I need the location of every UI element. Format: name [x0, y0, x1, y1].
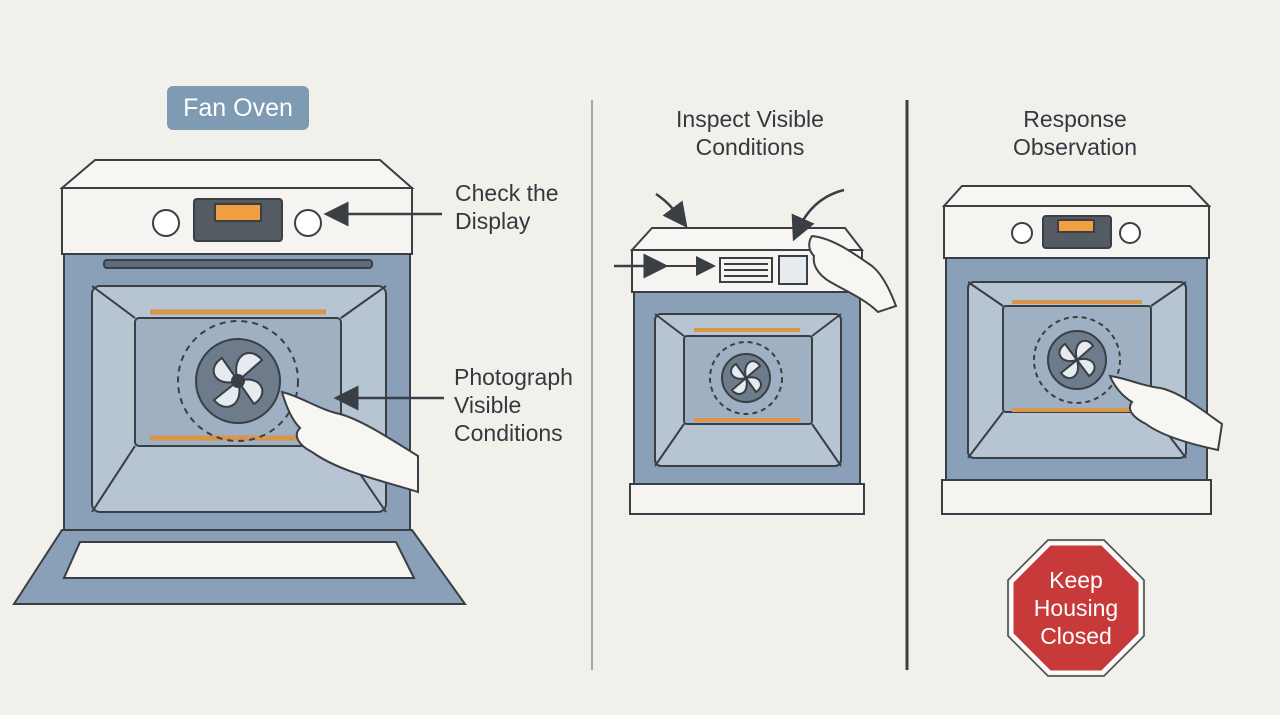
knob-right [1119, 222, 1141, 244]
knob-left [152, 209, 180, 237]
photograph-label: Photograph Visible Conditions [454, 364, 573, 446]
stop-sign-icon [1010, 542, 1142, 674]
hand-icon [1108, 374, 1224, 452]
stop-sign-label: Keep Housing Closed [1033, 567, 1119, 649]
knob-right [294, 209, 322, 237]
hand-icon [808, 234, 898, 314]
hand-icon [280, 390, 419, 494]
arrow-icon [614, 188, 845, 279]
stop-sign-label-box: Keep Housing Closed [1012, 544, 1140, 672]
fan-icon [1033, 316, 1121, 404]
knob-left [1011, 222, 1033, 244]
inspect-label: Inspect Visible Conditions [676, 106, 824, 160]
fan-oven-badge: Fan Oven [167, 86, 309, 130]
vent-icon [719, 257, 773, 283]
response-label: Response Observation [1012, 106, 1137, 160]
fan-icon [177, 320, 299, 442]
check-display-label: Check the Display [455, 180, 559, 234]
fan-icon [709, 341, 783, 415]
arrow-icon [323, 201, 444, 411]
